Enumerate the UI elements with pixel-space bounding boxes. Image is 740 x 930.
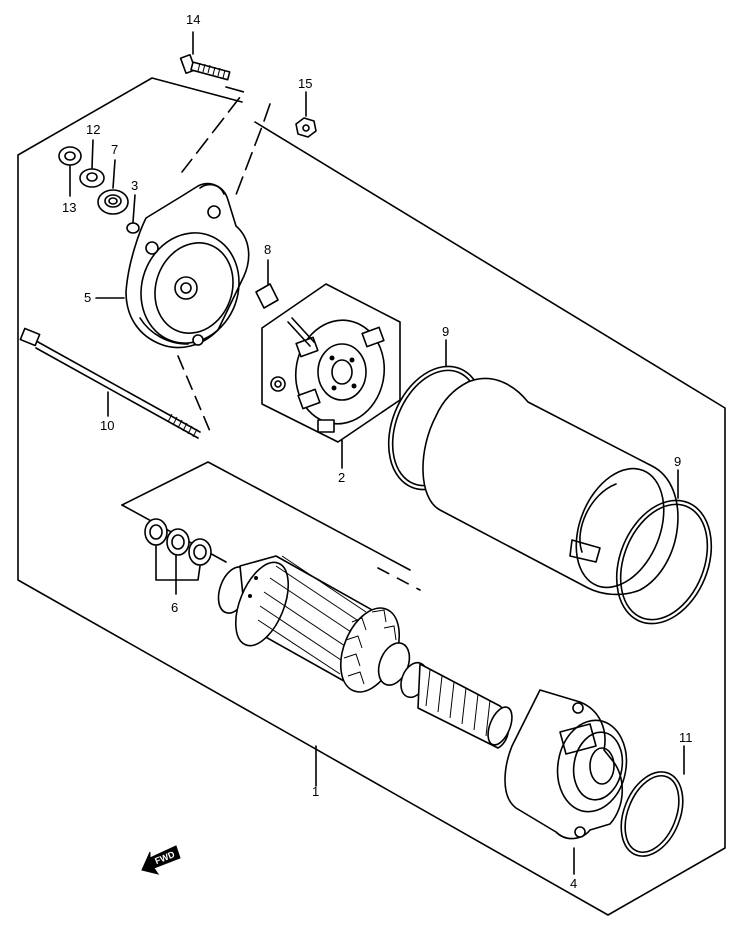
callout-1: 1 bbox=[312, 784, 319, 799]
callout-8: 8 bbox=[264, 242, 271, 257]
armature bbox=[217, 555, 513, 749]
callout-10: 10 bbox=[100, 418, 114, 433]
o-ring-11 bbox=[620, 771, 684, 857]
callout-2: 2 bbox=[338, 470, 345, 485]
callout-13: 13 bbox=[62, 200, 76, 215]
callout-11: 11 bbox=[679, 730, 693, 745]
callout-12: 12 bbox=[86, 122, 100, 137]
bushing-7 bbox=[97, 189, 129, 215]
callout-6: 6 bbox=[171, 600, 178, 615]
o-ring-3 bbox=[126, 222, 140, 234]
shims-6 bbox=[144, 518, 212, 566]
nut-15 bbox=[295, 117, 317, 138]
assembly-frame bbox=[17, 77, 726, 916]
fwd-arrow-icon: FWD bbox=[141, 845, 181, 875]
nut-13 bbox=[58, 146, 82, 166]
callout-9-upper: 9 bbox=[442, 324, 449, 339]
brush-8 bbox=[255, 283, 279, 309]
armature-group-frame bbox=[121, 461, 411, 571]
washer-12 bbox=[79, 168, 105, 188]
bolt-14 bbox=[179, 53, 231, 81]
callout-3: 3 bbox=[131, 178, 138, 193]
front-housing-4 bbox=[504, 689, 628, 840]
callout-14: 14 bbox=[186, 12, 200, 27]
o-ring-9-lower bbox=[615, 499, 713, 625]
callout-9-lower: 9 bbox=[674, 454, 681, 469]
long-bolt-10 bbox=[19, 327, 201, 439]
callout-7: 7 bbox=[111, 142, 118, 157]
yoke-housing bbox=[422, 377, 679, 596]
callout-4: 4 bbox=[570, 876, 577, 891]
callout-15: 15 bbox=[298, 76, 312, 91]
brush-holder-2 bbox=[270, 317, 386, 433]
callout-5: 5 bbox=[84, 290, 91, 305]
end-housing-5 bbox=[125, 182, 250, 349]
